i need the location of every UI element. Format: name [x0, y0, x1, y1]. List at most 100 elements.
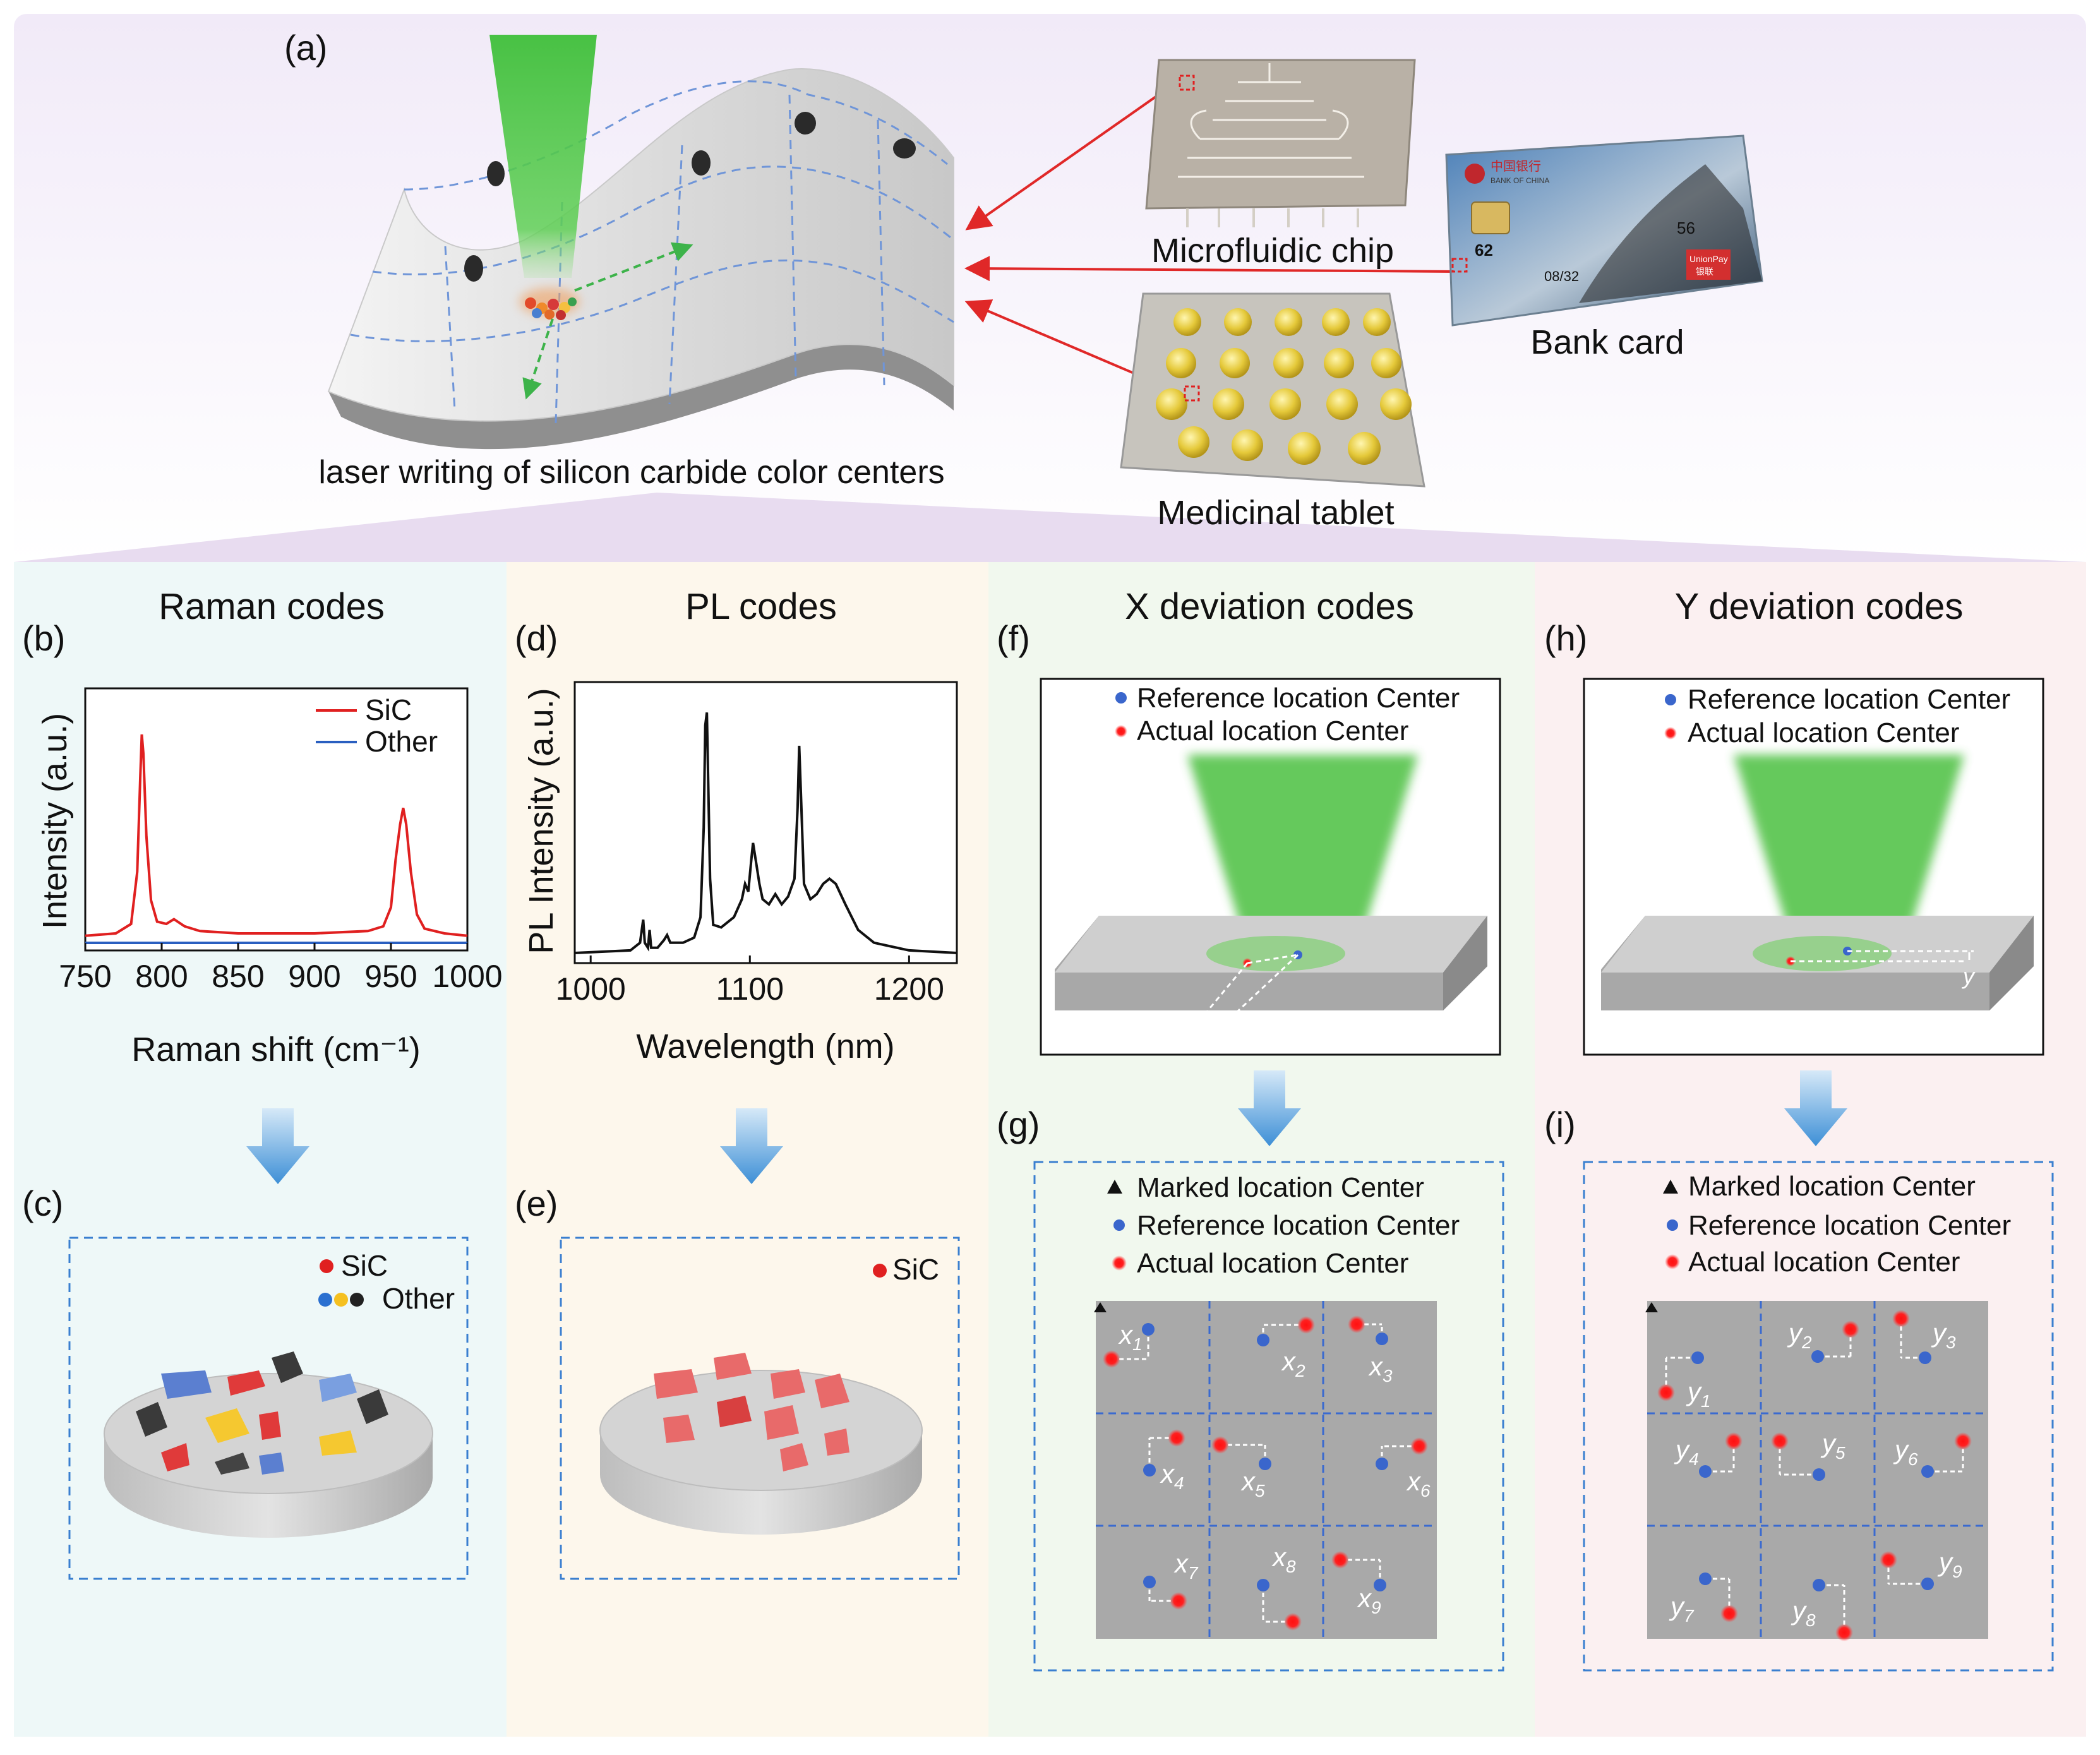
panel-label-g: (g) — [997, 1105, 1040, 1144]
raman-y-axis-label: Intensity (a.u.) — [36, 713, 74, 929]
reference-location-center — [1813, 1579, 1825, 1591]
x-deviation-grid-box: Marked location Center Reference locatio… — [1033, 1161, 1504, 1672]
legend-other-label: Other — [365, 725, 438, 758]
legend-other-dot-yellow — [334, 1293, 348, 1307]
reference-location-center — [1699, 1572, 1712, 1585]
legend-sic-text-e: SiC — [892, 1253, 939, 1286]
medicinal-tablet-blister — [1120, 292, 1425, 488]
raman-tick-label: 800 — [135, 959, 188, 994]
top-caption: laser writing of silicon carbide color c… — [318, 454, 944, 491]
actual-location-center — [1211, 1436, 1229, 1454]
pl-tick-label: 1200 — [874, 971, 944, 1007]
label-bank-card: Bank card — [1530, 323, 1684, 361]
legend-reference-text-h: Reference location Center — [1688, 684, 2010, 715]
y-deviation-label-7: y7 — [1669, 1591, 1695, 1626]
legend-other-dot-black — [350, 1293, 364, 1307]
y-deviation-label-9: y9 — [1937, 1547, 1962, 1581]
reference-location-center — [1919, 1351, 1931, 1364]
raman-tick-label: 950 — [364, 959, 417, 994]
y-deviation-label-6: y6 — [1893, 1435, 1918, 1469]
raman-sample-box: SiC Other — [68, 1237, 469, 1580]
actual-location-center — [1331, 1551, 1349, 1569]
raman-tick-label: 750 — [59, 959, 111, 994]
reference-location-center — [1259, 1458, 1271, 1470]
x-deviation-label-1: x1 — [1118, 1320, 1143, 1354]
down-arrow-xdev — [1238, 1070, 1301, 1146]
legend-reference-text-g: Reference location Center — [1137, 1210, 1460, 1241]
reference-location-center — [1376, 1333, 1388, 1345]
legend-reference-dot-g — [1113, 1219, 1125, 1231]
label-medicinal-tablet: Medicinal tablet — [1157, 494, 1394, 532]
y-symbol-schematic: y — [1961, 963, 1976, 989]
actual-location-center — [1725, 1432, 1743, 1450]
legend-other-text-c: Other — [382, 1282, 455, 1315]
x-deviation-label-6: x6 — [1406, 1466, 1431, 1500]
laser-beam — [489, 35, 597, 278]
title-x-deviation-codes: X deviation codes — [1125, 586, 1414, 627]
pl-tick-label: 1000 — [556, 971, 626, 1007]
legend-reference-dot-f — [1115, 692, 1127, 704]
y-deviation-label-2: y2 — [1787, 1318, 1812, 1352]
reference-location-center — [1921, 1578, 1934, 1590]
down-arrow-ydev — [1784, 1070, 1847, 1146]
legend-actual-dot-i — [1665, 1254, 1680, 1269]
x-deviation-label-9: x9 — [1357, 1583, 1381, 1617]
pl-x-axis-label: Wavelength (nm) — [636, 1027, 894, 1065]
y-deviation-label-1: y1 — [1686, 1377, 1711, 1411]
actual-location-center — [1954, 1432, 1972, 1450]
raman-plot-frame — [84, 687, 469, 952]
y-deviation-label-3: y3 — [1931, 1318, 1956, 1352]
pl-series-0-line — [574, 712, 957, 954]
x-deviation-schematic: Reference location Center Actual locatio… — [1040, 678, 1501, 1056]
raman-tick-label: 900 — [288, 959, 340, 994]
panel-label-c: (c) — [22, 1183, 63, 1223]
reference-location-center — [1811, 1350, 1824, 1363]
panel-label-e: (e) — [515, 1183, 558, 1223]
y-deviation-label-5: y5 — [1820, 1429, 1845, 1463]
panel-label-d: (d) — [515, 618, 558, 658]
actual-location-center — [1284, 1613, 1302, 1631]
reference-location-center — [1142, 1323, 1155, 1336]
actual-location-center — [1771, 1432, 1789, 1450]
microfluidic-chip — [1145, 59, 1416, 227]
reference-location-center — [1143, 1576, 1156, 1588]
panel-label-b: (b) — [22, 618, 65, 658]
y-deviation-schematic: Reference location Center Actual locatio… — [1583, 678, 2044, 1056]
card-unionpay-logo: UnionPay — [1689, 254, 1728, 264]
legend-marked-text-g: Marked location Center — [1137, 1172, 1424, 1203]
reference-location-center — [1813, 1468, 1825, 1481]
x-deviation-label-8: x8 — [1271, 1542, 1296, 1576]
title-y-deviation-codes: Y deviation codes — [1675, 586, 1964, 627]
legend-marked-triangle-g — [1107, 1180, 1122, 1194]
card-number-56: 56 — [1677, 219, 1695, 237]
legend-reference-text-f: Reference location Center — [1137, 683, 1460, 714]
reference-location-center — [1691, 1351, 1704, 1364]
legend-reference-dot-h — [1665, 694, 1676, 705]
actual-location-center — [1297, 1316, 1315, 1334]
wavy-wafer — [327, 68, 954, 450]
actual-location-center — [1170, 1592, 1187, 1610]
legend-sic-text-c: SiC — [341, 1249, 388, 1282]
x-deviation-label-3: x3 — [1368, 1351, 1393, 1386]
actual-location-center — [1892, 1310, 1910, 1327]
pl-tick-label: 1100 — [716, 971, 784, 1007]
x-deviation-label-4: x4 — [1160, 1459, 1184, 1493]
legend-other-dot-blue — [318, 1293, 332, 1307]
reference-location-center — [1257, 1579, 1269, 1591]
legend-sic-label: SiC — [365, 693, 412, 726]
legend-reference-text-i: Reference location Center — [1688, 1210, 2011, 1241]
legend-actual-text-i: Actual location Center — [1688, 1247, 1960, 1278]
pl-y-axis-label: PL Intensity (a.u.) — [522, 688, 560, 954]
card-bank-english: BANK OF CHINA — [1491, 176, 1549, 185]
legend-marked-triangle-i — [1663, 1180, 1678, 1194]
bank-card: 中国银行 BANK OF CHINA 62 56 08/32 UnionPay … — [1445, 135, 1763, 326]
actual-location-center — [1348, 1315, 1365, 1333]
top-panel-wedge — [14, 493, 2086, 562]
legend-actual-text-h: Actual location Center — [1688, 717, 1959, 748]
actual-location-center — [1168, 1429, 1185, 1447]
actual-location-center — [1842, 1321, 1859, 1338]
actual-location-center — [1835, 1624, 1853, 1641]
actual-location-center — [1720, 1605, 1738, 1622]
